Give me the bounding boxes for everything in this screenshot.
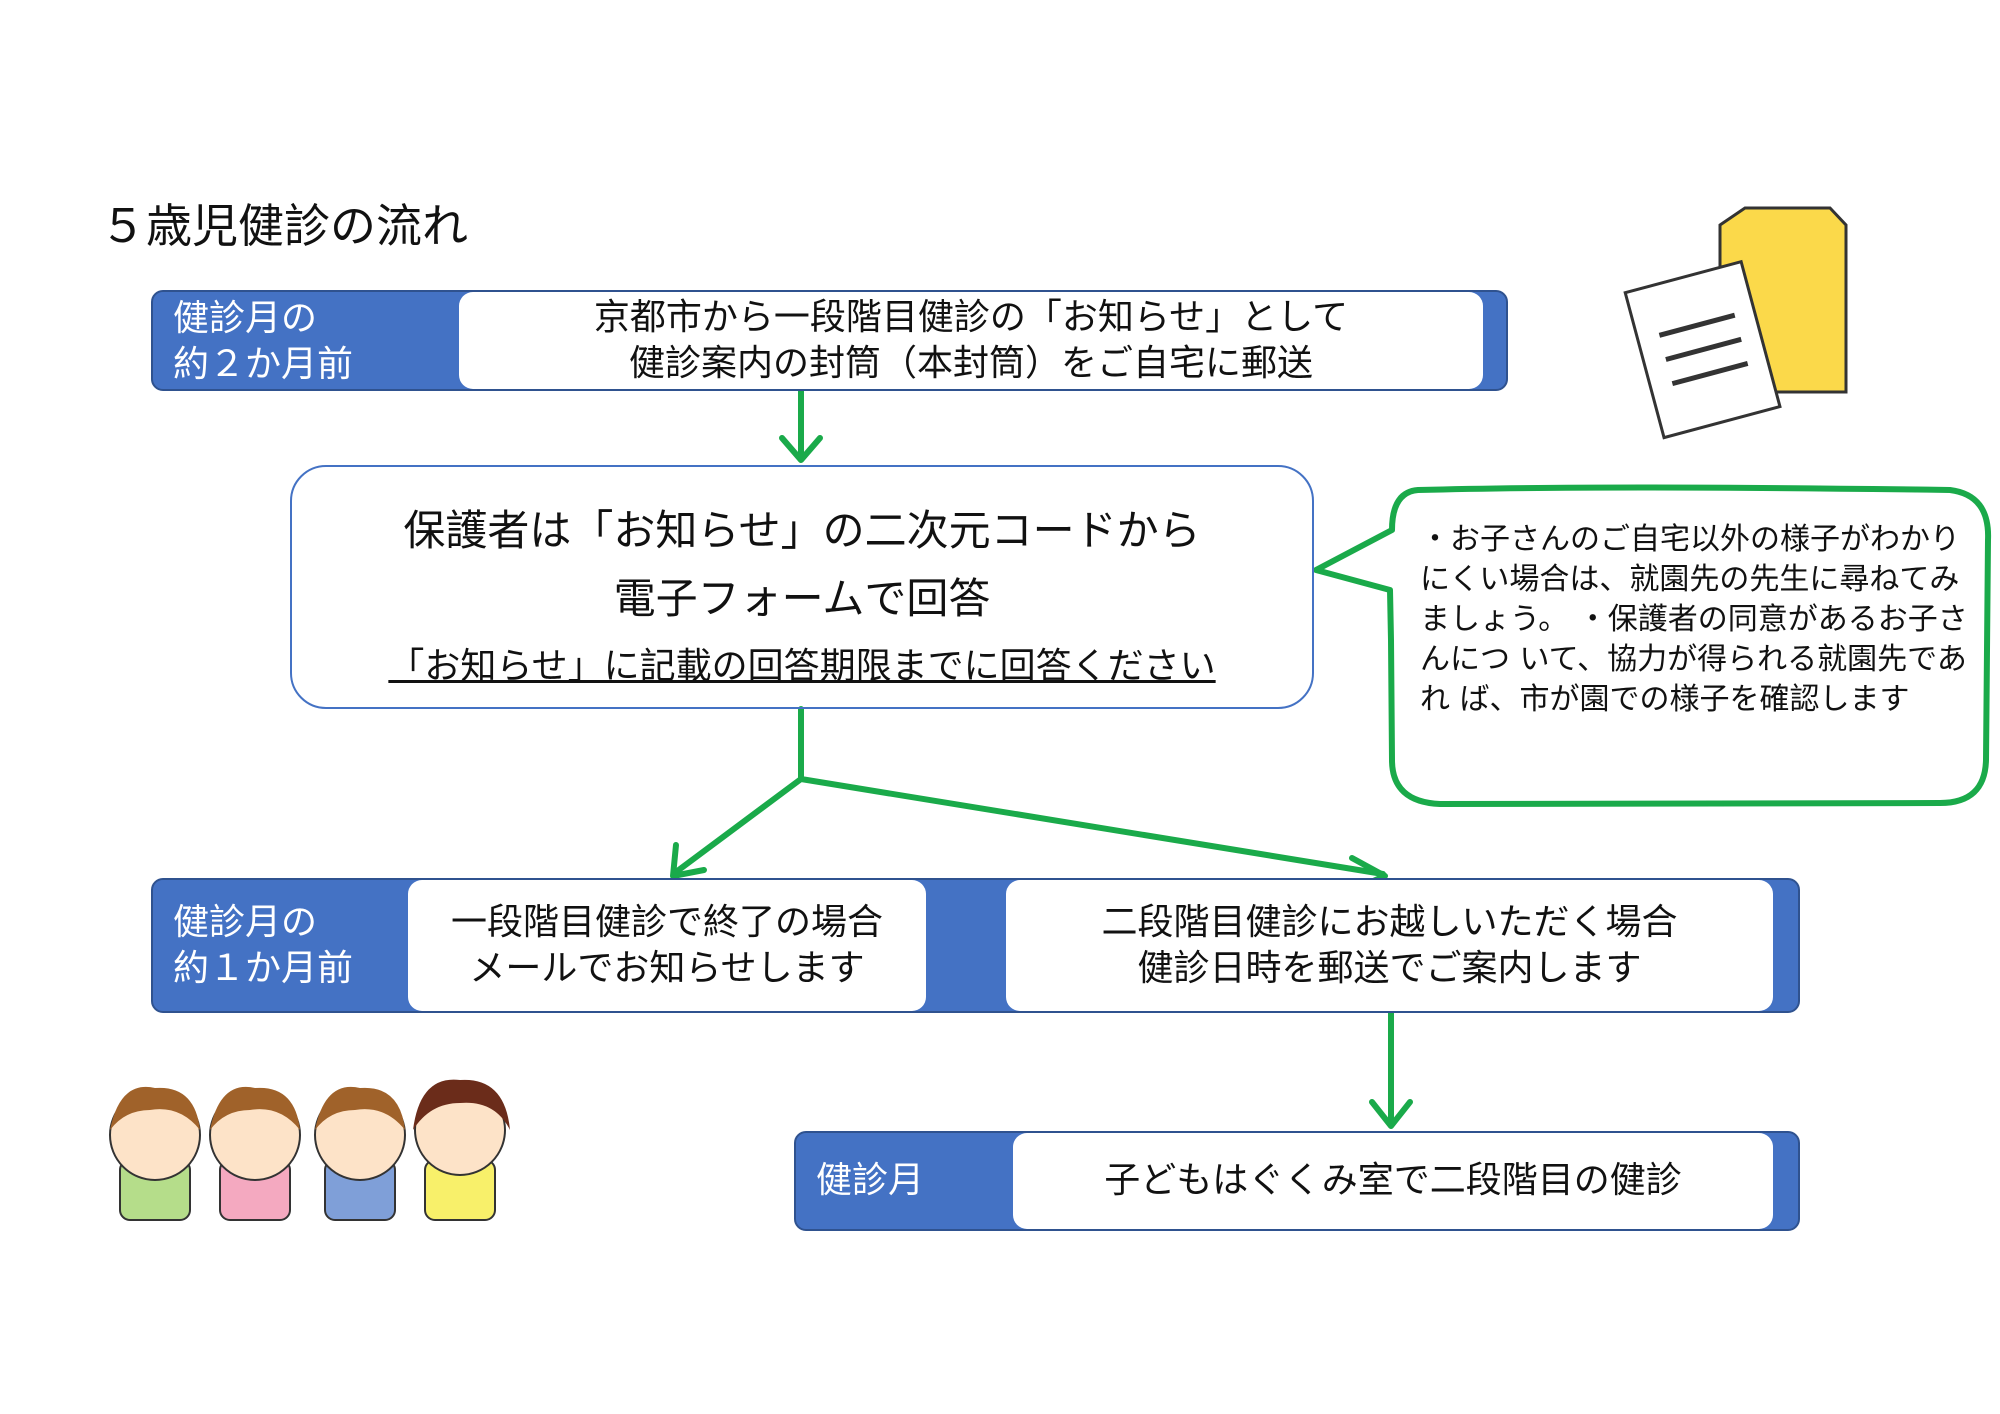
step2-line1: 保護者は「お知らせ」の二次元コードから	[403, 506, 1201, 555]
arrow-step1-to-step2	[779, 388, 823, 463]
step3-label-line1: 健診月の	[173, 902, 318, 943]
step3-left-box: 一段階目健診で終了の場合 メールでお知らせします	[408, 880, 926, 1011]
step3-right-box: 二段階目健診にお越しいただく場合 健診日時を郵送でご案内します	[1006, 880, 1773, 1011]
step1-text-line2: 健診案内の封筒（本封筒）をご自宅に郵送	[628, 342, 1313, 384]
step2-deadline-note: 「お知らせ」に記載の回答期限までに回答ください	[388, 646, 1216, 687]
step1-label-line2: 約２か月前	[173, 344, 354, 385]
children-illustration	[109, 1079, 510, 1221]
callout-note: ・お子さんのご自宅以外の様子がわかりにくい場合は、就園先の先生に尋ねてみましょう…	[1420, 522, 1968, 717]
arrow-step3-to-step4	[1369, 1010, 1413, 1129]
step1-band: 健診月の 約２か月前 京都市から一段階目健診の「お知らせ」として 健診案内の封筒…	[151, 290, 1508, 391]
step4-band: 健診月 子どもはぐくみ室で二段階目の健診	[794, 1131, 1800, 1231]
step4-text-box: 子どもはぐくみ室で二段階目の健診	[1013, 1133, 1773, 1229]
callout-border	[1313, 484, 1992, 807]
step3-band: 健診月の 約１か月前 一段階目健診で終了の場合 メールでお知らせします 二段階目…	[151, 878, 1800, 1013]
step3-left-line1: 一段階目健診で終了の場合	[450, 901, 883, 943]
step3-right-line2: 健診日時を郵送でご案内します	[1137, 947, 1642, 989]
arrow-branch	[673, 706, 1386, 877]
step1-text-line1: 京都市から一段階目健診の「お知らせ」として	[593, 296, 1349, 338]
envelope-icon	[1623, 206, 1848, 440]
step1-text-box: 京都市から一段階目健診の「お知らせ」として 健診案内の封筒（本封筒）をご自宅に郵…	[459, 292, 1483, 389]
page-title: ５歳児健診の流れ	[100, 199, 468, 253]
step3-left-line2: メールでお知らせします	[469, 947, 865, 989]
arrow-left-head	[670, 842, 707, 879]
step2-box: 保護者は「お知らせ」の二次元コードから 電子フォームで回答 「お知らせ」に記載の…	[290, 465, 1314, 709]
step2-line2: 電子フォームで回答	[613, 574, 991, 623]
step3-label-line2: 約１か月前	[173, 948, 354, 989]
step4-label: 健診月	[816, 1160, 925, 1201]
step3-right-line1: 二段階目健診にお越しいただく場合	[1101, 901, 1678, 943]
step4-text: 子どもはぐくみ室で二段階目の健診	[1104, 1160, 1682, 1201]
step1-label-line1: 健診月の	[173, 298, 318, 339]
